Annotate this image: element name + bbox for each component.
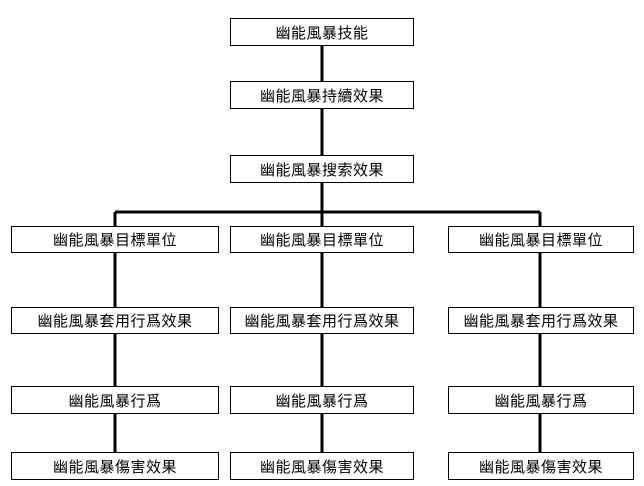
- node-label: 幽能風暴套用行爲效果: [244, 312, 400, 330]
- node-label: 幽能風暴傷害效果: [259, 457, 384, 476]
- node-label: 幽能風暴行爲: [68, 391, 162, 410]
- node-target-unit-left: 幽能風暴目標單位: [11, 226, 219, 253]
- node-storm-search-effect: 幽能風暴搜索效果: [230, 155, 414, 183]
- node-storm-ability: 幽能風暴技能: [230, 18, 414, 46]
- node-label: 幽能風暴技能: [275, 23, 369, 42]
- node-label: 幽能風暴目標單位: [52, 231, 177, 249]
- node-label: 幽能風暴套用行爲效果: [463, 312, 619, 330]
- node-label: 幽能風暴行爲: [494, 391, 588, 410]
- node-label: 幽能風暴搜索效果: [259, 160, 384, 179]
- node-apply-behavior-effect-right: 幽能風暴套用行爲效果: [448, 307, 634, 334]
- node-label: 幽能風暴持續效果: [259, 86, 384, 105]
- node-label: 幽能風暴行爲: [275, 391, 369, 410]
- node-behavior-left: 幽能風暴行爲: [11, 386, 219, 414]
- node-damage-effect-right: 幽能風暴傷害效果: [448, 452, 634, 480]
- node-behavior-right: 幽能風暴行爲: [448, 386, 634, 414]
- node-label: 幽能風暴目標單位: [478, 231, 603, 249]
- node-label: 幽能風暴傷害效果: [478, 457, 603, 476]
- node-apply-behavior-effect-left: 幽能風暴套用行爲效果: [11, 307, 219, 334]
- node-apply-behavior-effect-mid: 幽能風暴套用行爲效果: [230, 307, 414, 334]
- node-damage-effect-left: 幽能風暴傷害效果: [11, 452, 219, 480]
- node-label: 幽能風暴目標單位: [259, 231, 384, 249]
- node-target-unit-mid: 幽能風暴目標單位: [230, 226, 414, 253]
- node-label: 幽能風暴套用行爲效果: [37, 312, 193, 330]
- node-storm-duration-effect: 幽能風暴持續效果: [230, 81, 414, 109]
- node-label: 幽能風暴傷害效果: [52, 457, 177, 476]
- node-damage-effect-mid: 幽能風暴傷害效果: [230, 452, 414, 480]
- node-target-unit-right: 幽能風暴目標單位: [448, 226, 634, 253]
- node-behavior-mid: 幽能風暴行爲: [230, 386, 414, 414]
